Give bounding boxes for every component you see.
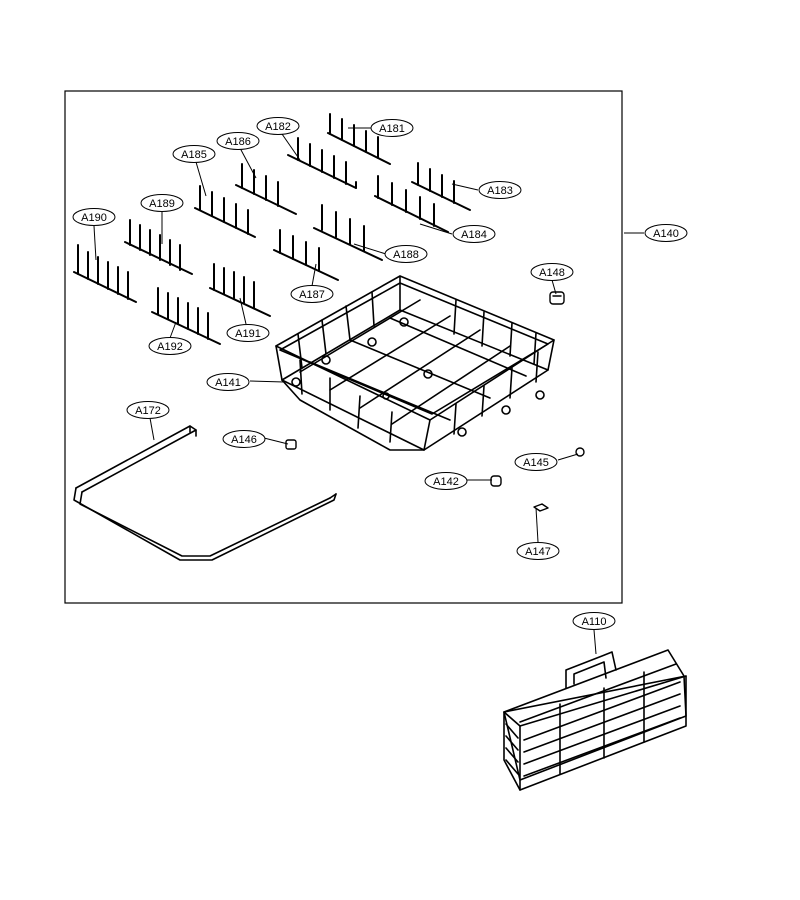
lower-rack-a141[interactable] [275,275,555,451]
tine-row-a184[interactable] [374,175,449,233]
tine-row-a185[interactable] [194,185,256,238]
label-a145: A145 [514,453,558,471]
label-a187: A187 [290,285,334,303]
label-a188-text: A188 [393,249,419,261]
tine-row-a187[interactable] [273,229,339,281]
label-a189: A189 [140,194,184,212]
leader-lines [93,127,644,655]
label-a146-text: A146 [231,434,257,446]
label-a141: A141 [206,373,250,391]
label-a192: A192 [148,337,192,355]
rack-rail-a172[interactable] [73,425,337,561]
label-a184: A184 [452,225,496,243]
roller-a148[interactable] [549,291,565,305]
tine-row-a186[interactable] [235,163,297,215]
label-a186: A186 [216,132,260,150]
label-a182: A182 [256,117,300,135]
label-a185-text: A185 [181,149,207,161]
clip-a147[interactable] [533,503,549,512]
label-a188: A188 [384,245,428,263]
label-a190: A190 [72,208,116,226]
clip-a145[interactable] [575,447,585,457]
clip-a142[interactable] [490,475,502,487]
silverware-basket-a110[interactable] [503,649,687,791]
label-a187-text: A187 [299,289,325,301]
tine-row-a183[interactable] [411,162,471,211]
label-a191-text: A191 [235,328,261,340]
label-a141-text: A141 [215,377,241,389]
label-a191: A191 [226,324,270,342]
tine-row-a190[interactable] [73,244,137,303]
label-a183: A183 [478,181,522,199]
label-a140: A140 [644,224,688,242]
label-a190-text: A190 [81,212,107,224]
tine-row-a182[interactable] [287,137,357,189]
assembly-frame [64,90,623,604]
label-a189-text: A189 [149,198,175,210]
label-a184-text: A184 [461,229,487,241]
label-a181-text: A181 [379,123,405,135]
label-a192-text: A192 [157,341,183,353]
label-a140-text: A140 [653,228,679,240]
label-a183-text: A183 [487,185,513,197]
label-a172: A172 [126,401,170,419]
label-a110-text: A110 [582,616,607,628]
label-a147: A147 [516,542,560,560]
label-a142-text: A142 [433,476,459,488]
label-a147-text: A147 [525,546,551,558]
label-a146: A146 [222,430,266,448]
label-a148: A148 [530,263,574,281]
tine-row-a189[interactable] [124,219,193,275]
tine-row-a188[interactable] [313,204,383,261]
clip-a146[interactable] [285,439,297,450]
label-a185: A185 [172,145,216,163]
label-a142: A142 [424,472,468,490]
label-a182-text: A182 [265,121,291,133]
tine-row-a191[interactable] [209,263,271,317]
label-a148-text: A148 [539,267,565,279]
tine-row-a192[interactable] [151,287,221,345]
label-a145-text: A145 [523,457,549,469]
label-a181: A181 [370,119,414,137]
label-a172-text: A172 [135,405,161,417]
label-a186-text: A186 [225,136,251,148]
label-a110: A110 [572,612,616,630]
